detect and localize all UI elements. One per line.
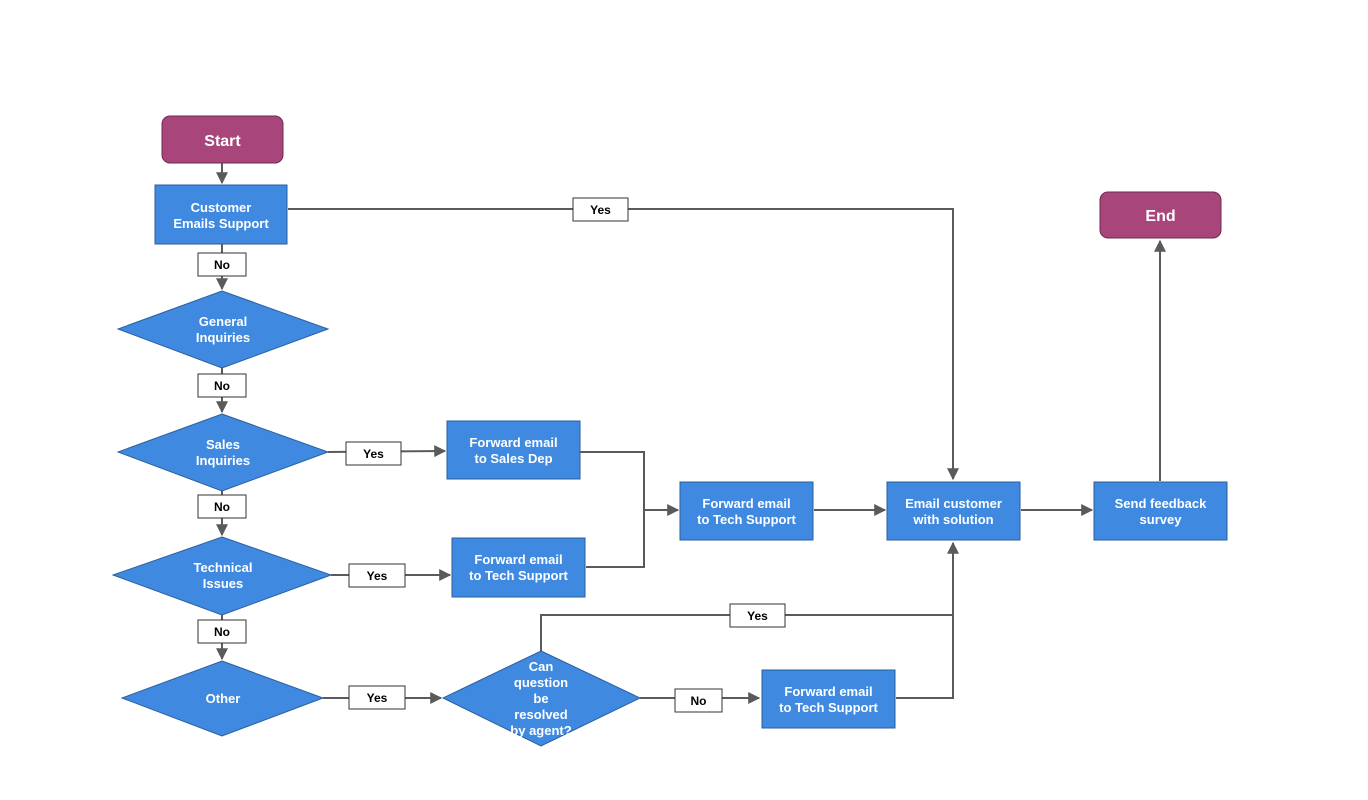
customer-emails-label-line-2: Emails Support	[173, 216, 269, 231]
edge-label-box	[674, 688, 723, 713]
fwd-sales-node: Forward email to Sales Dep	[446, 420, 581, 480]
edge-label-text: No	[214, 258, 230, 272]
edge-label-text: No	[214, 500, 230, 514]
edge-fwd-sales-merge	[580, 451, 645, 568]
feedback-label-line-2: survey	[1140, 512, 1183, 527]
edge-label-box	[197, 252, 247, 277]
fwd-tech-2-label-line-1: Forward email	[474, 552, 562, 567]
technical-label-line-1: Technical	[193, 560, 252, 575]
edge-label-technical-yes: Yes	[348, 563, 406, 588]
edge-label-other-yes: Yes	[348, 685, 406, 710]
fwd-tech-2-label-line-2: to Tech Support	[469, 568, 568, 583]
technical-decision-shape	[111, 536, 333, 616]
general-decision: General Inquiries	[116, 290, 330, 369]
fwd-tech-3-label-line-2: to Tech Support	[779, 700, 878, 715]
edge-label-text: Yes	[367, 691, 388, 705]
resolve-label-line-5: by agent?	[510, 723, 571, 738]
edge-label-sales-no: No	[197, 494, 247, 519]
feedback-label-line-1: Send feedback	[1115, 496, 1208, 511]
end-node: End	[1099, 191, 1222, 239]
other-decision: Other	[120, 660, 325, 737]
fwd-tech-1-node: Forward email to Tech Support	[679, 481, 814, 541]
feedback-node: Send feedback survey	[1093, 481, 1228, 541]
fwd-tech-3-shape	[761, 669, 896, 729]
resolve-decision: Can question be resolved by agent?	[441, 650, 642, 747]
fwd-sales-label-line-1: Forward email	[469, 435, 557, 450]
edge-label-text: Yes	[590, 203, 611, 217]
edge-label-box	[572, 197, 629, 222]
fwd-tech-3-node: Forward email to Tech Support	[761, 669, 896, 729]
feedback-shape	[1093, 481, 1228, 541]
edge-fwd-tech-3-to-email	[896, 541, 959, 699]
fwd-tech-1-label-line-2: to Tech Support	[697, 512, 796, 527]
edge-label-text: No	[214, 379, 230, 393]
technical-decision: Technical Issues	[111, 536, 333, 616]
edge-resolve-yes-to-email	[540, 614, 953, 651]
resolve-decision-shape	[441, 650, 642, 747]
edge-label-text: Yes	[747, 609, 768, 623]
fwd-tech-3-label-line-1: Forward email	[784, 684, 872, 699]
start-node-shape	[161, 115, 284, 164]
start-node-label: Start	[204, 133, 241, 150]
general-label-line-2: Inquiries	[196, 330, 250, 345]
sales-label-line-2: Inquiries	[196, 453, 250, 468]
edge-label-text: Yes	[363, 447, 384, 461]
fwd-sales-label-line-2: to Sales Dep	[474, 451, 552, 466]
sales-label-line-1: Sales	[206, 437, 240, 452]
email-customer-label-line-1: Email customer	[905, 496, 1002, 511]
start-node: Start	[161, 115, 284, 164]
general-label-line-1: General	[199, 314, 247, 329]
edge-label-box	[348, 563, 406, 588]
sales-decision-shape	[116, 413, 330, 492]
resolve-label-line-3: be	[533, 691, 548, 706]
resolve-label-line-4: resolved	[514, 707, 568, 722]
edge-customer-yes-to-email	[288, 208, 959, 481]
edge-label-box	[345, 441, 402, 466]
edge-label-customer-yes: Yes	[572, 197, 629, 222]
edge-label-resolve-no: No	[674, 688, 723, 713]
email-customer-shape	[886, 481, 1021, 541]
edge-label-box	[197, 373, 247, 398]
end-node-label: End	[1145, 208, 1175, 225]
fwd-tech-2-node: Forward email to Tech Support	[451, 537, 586, 598]
fwd-tech-1-label-line-1: Forward email	[702, 496, 790, 511]
end-node-shape	[1099, 191, 1222, 239]
other-label: Other	[206, 691, 241, 706]
connectors	[216, 163, 1166, 704]
edge-label-sales-yes: Yes	[345, 441, 402, 466]
edge-label-text: Yes	[367, 569, 388, 583]
edge-label-text: No	[214, 625, 230, 639]
customer-emails-shape	[154, 184, 288, 245]
fwd-tech-1-shape	[679, 481, 814, 541]
fwd-tech-2-shape	[451, 537, 586, 598]
email-customer-label-line-2: with solution	[912, 512, 993, 527]
edge-label-text: No	[691, 694, 707, 708]
general-decision-shape	[116, 290, 330, 369]
edge-label-customer-no: No	[197, 252, 247, 277]
edge-label-box	[348, 685, 406, 710]
sales-decision: Sales Inquiries	[116, 413, 330, 492]
edge-label-general-no: No	[197, 373, 247, 398]
edge-label-resolve-yes: Yes	[729, 603, 786, 628]
other-decision-shape	[120, 660, 325, 737]
edge-label-box	[197, 494, 247, 519]
edge-label-box	[729, 603, 786, 628]
customer-emails-node: Customer Emails Support	[154, 184, 288, 245]
customer-emails-label-line-1: Customer	[191, 200, 252, 215]
edge-label-box	[197, 619, 247, 644]
edge-label-technical-no: No	[197, 619, 247, 644]
resolve-label-line-2: question	[514, 675, 568, 690]
fwd-sales-shape	[446, 420, 581, 480]
resolve-label-line-1: Can	[529, 659, 554, 674]
technical-label-line-2: Issues	[203, 576, 243, 591]
email-customer-node: Email customer with solution	[886, 481, 1021, 541]
